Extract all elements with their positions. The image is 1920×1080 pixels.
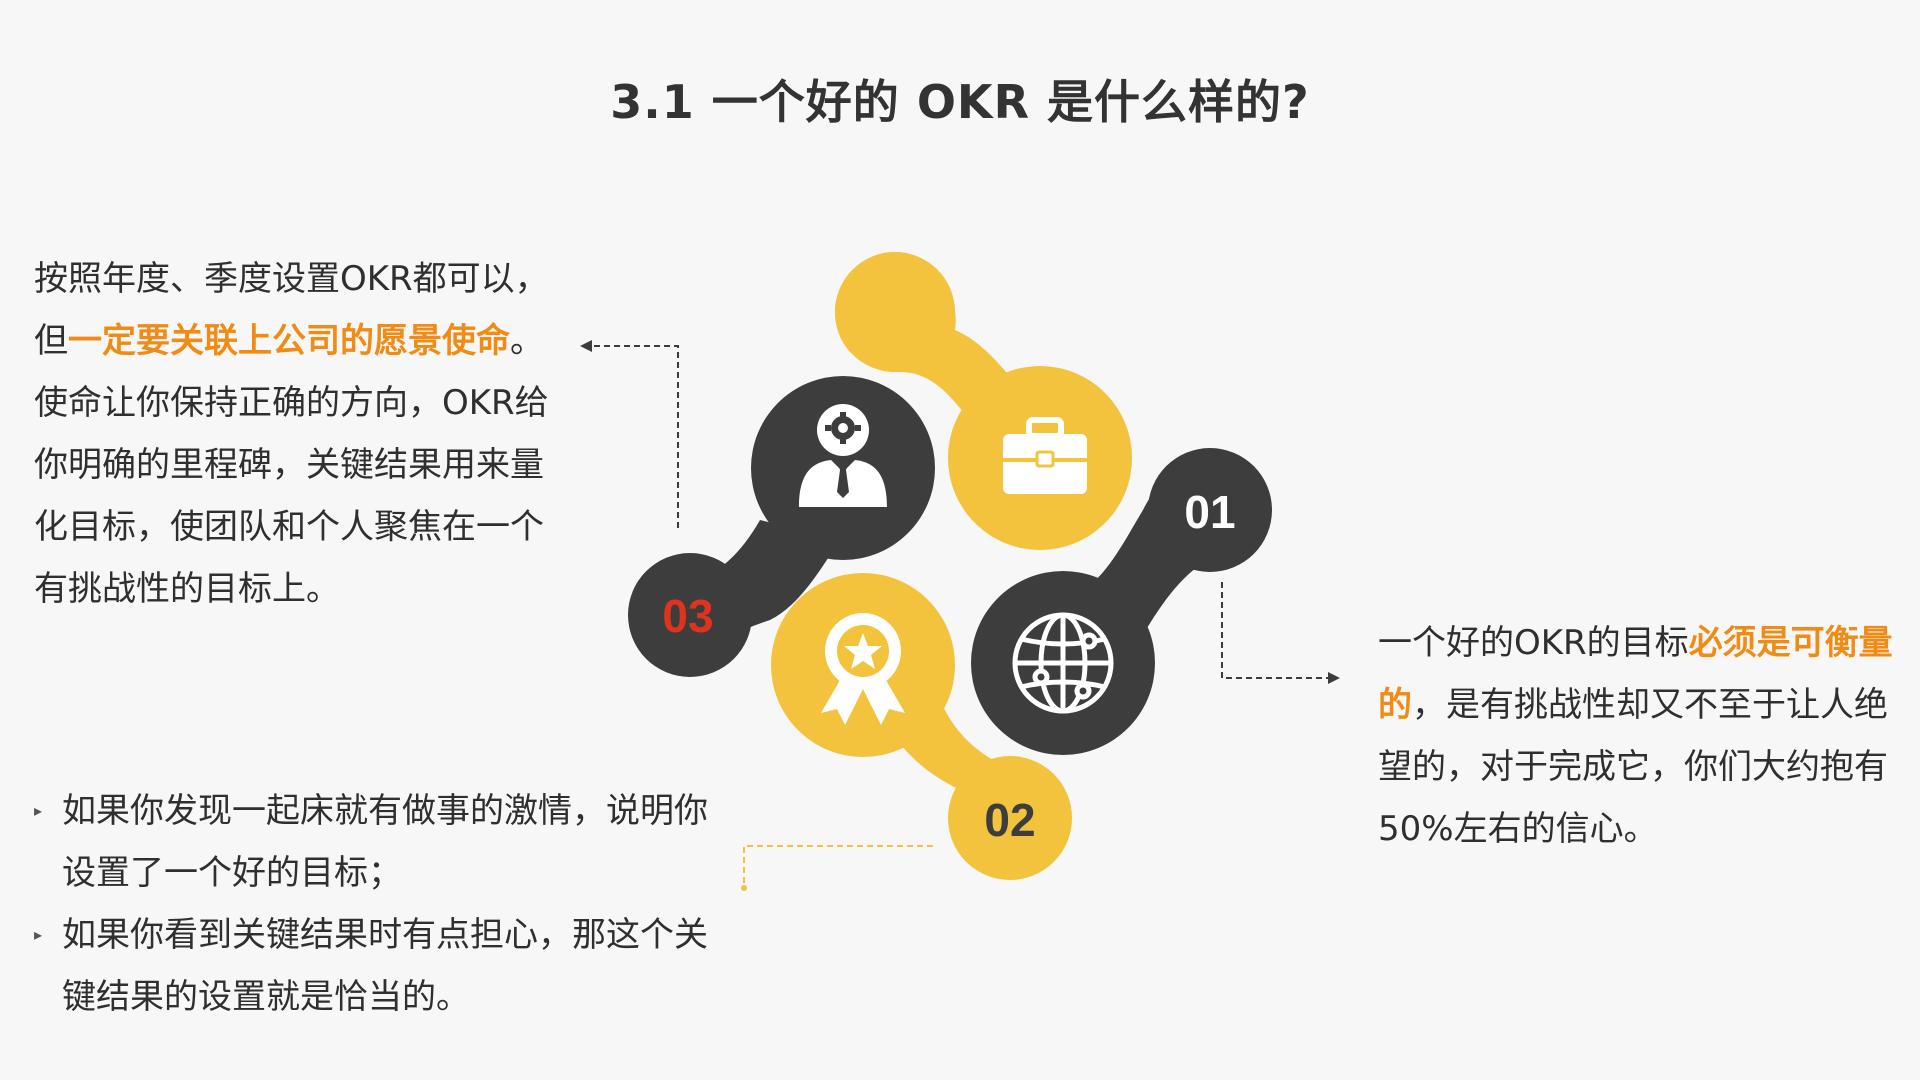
text-line: 有挑战性的目标上。 (34, 569, 340, 609)
text-block-measurable: 一个好的OKR的目标必须是可衡量的，是有挑战性却又不至于让人绝望的，对于完成它，… (1378, 612, 1898, 860)
text-line: 按照年度、季度设置OKR都可以， (34, 259, 549, 299)
globe-icon (1012, 612, 1114, 714)
step-number-03: 03 (662, 590, 713, 642)
bullet-text: 如果你发现一起床就有做事的激情，说明你设置了一个好的目标； (62, 791, 708, 893)
text-block-mission: 按照年度、季度设置OKR都可以， 但一定要关联上公司的愿景使命。 使命让你保持正… (34, 248, 594, 620)
bullet-item: ▸ 如果你看到关键结果时有点担心，那这个关键结果的设置就是恰当的。 (34, 904, 724, 1028)
award-ribbon-icon (821, 613, 905, 725)
dark-left-shape (628, 376, 935, 677)
bullet-arrow-icon: ▸ (34, 925, 43, 944)
text-fragment: 一个好的OKR的目标 (1378, 623, 1689, 663)
text-line: 使命让你保持正确的方向，OKR给 (34, 383, 549, 423)
highlight-text: 一定要关联上公司的愿景使命 (68, 321, 510, 361)
dark-right-shape (971, 448, 1272, 755)
bullet-arrow-icon: ▸ (34, 801, 43, 820)
bullet-item: ▸ 如果你发现一起床就有做事的激情，说明你设置了一个好的目标； (34, 780, 724, 904)
yellow-top-shape (835, 252, 1132, 550)
text-line: 你明确的里程碑，关键结果用来量 (34, 445, 544, 485)
step-number-01: 01 (1184, 486, 1235, 538)
page-title: 3.1 一个好的 OKR 是什么样的? (610, 75, 1310, 129)
highlight-text: 必须是可衡量的 (1378, 623, 1893, 725)
connector-left-bottom (741, 845, 933, 891)
connector-right (1221, 582, 1340, 684)
text-fragment: ，是有挑战性却又不至于让人绝望的，对于完成它，你们大约抱有50%左右的信心。 (1378, 685, 1888, 849)
text-fragment: 但 (34, 321, 68, 361)
text-fragment: 。 (510, 321, 544, 361)
businessman-gear-icon (799, 404, 887, 507)
bullet-text: 如果你看到关键结果时有点担心，那这个关键结果的设置就是恰当的。 (62, 915, 708, 1017)
connector-left-top (580, 340, 679, 528)
yellow-bottom-shape (771, 573, 1072, 880)
text-line-highlighted: 但一定要关联上公司的愿景使命。 (34, 310, 594, 372)
briefcase-icon (1003, 417, 1087, 494)
text-line: 化目标，使团队和个人聚焦在一个 (34, 507, 544, 547)
bullet-list: ▸ 如果你发现一起床就有做事的激情，说明你设置了一个好的目标； ▸ 如果你看到关… (34, 780, 724, 1028)
step-number-02: 02 (984, 794, 1035, 846)
